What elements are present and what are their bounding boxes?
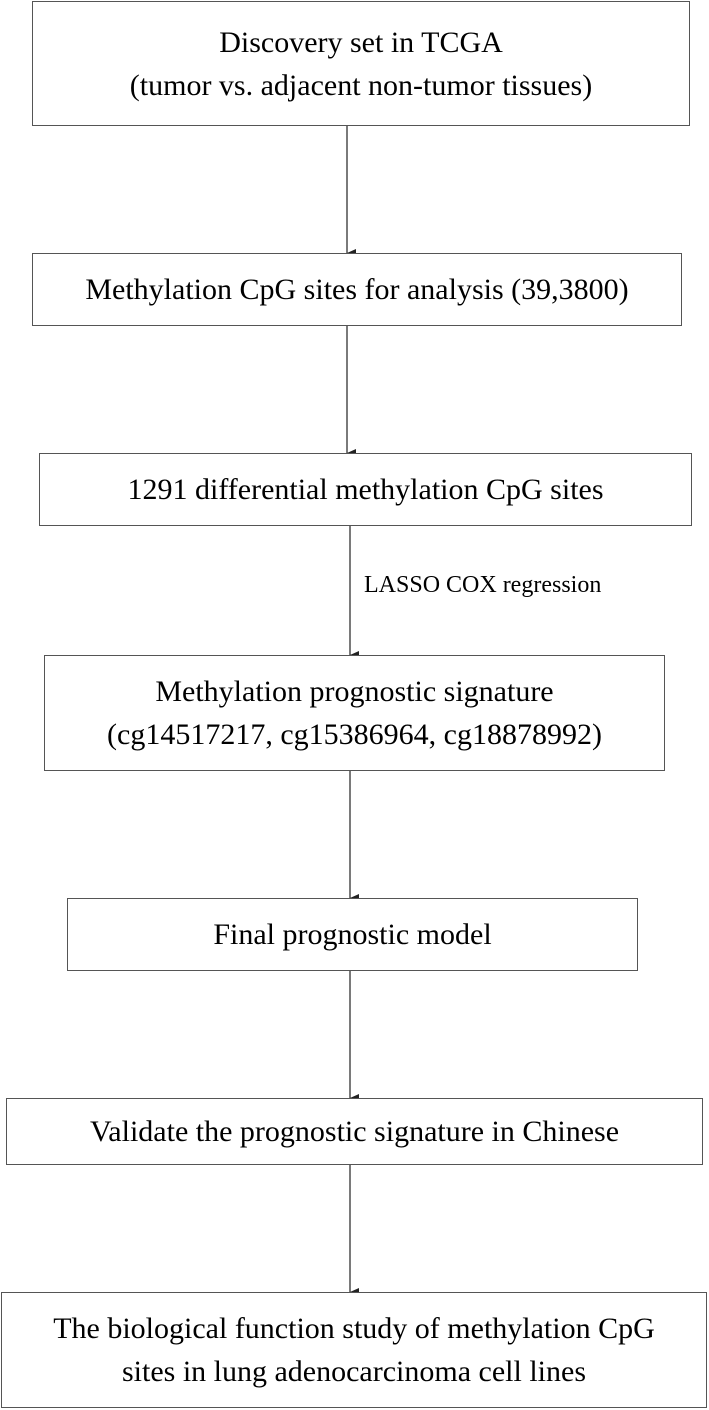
step-validate-signature-label: Validate the prognostic signature in Chi… <box>89 1115 620 1148</box>
step-discovery-set-title: Discovery set in TCGA <box>219 25 503 59</box>
step-biological-function-study-subtitle: sites in lung adenocarcinoma cell lines <box>121 1355 587 1388</box>
step-final-model: Final prognostic model <box>67 898 638 971</box>
step-final-model-label: Final prognostic model <box>213 918 492 951</box>
step-discovery-set-subtitle: (tumor vs. adjacent non-tumor tissues) <box>129 68 593 102</box>
step-cpg-sites-analysis-label: Methylation CpG sites for analysis (39,3… <box>85 273 629 306</box>
step-cpg-sites-analysis: Methylation CpG sites for analysis (39,3… <box>32 253 682 326</box>
step-prognostic-signature-title: Methylation prognostic signature <box>155 675 554 708</box>
step-validate-signature: Validate the prognostic signature in Chi… <box>6 1098 703 1165</box>
step-biological-function-study: The biological function study of methyla… <box>1 1292 707 1408</box>
step-biological-function-study-title: The biological function study of methyla… <box>53 1312 655 1345</box>
step-prognostic-signature: Methylation prognostic signature (cg1451… <box>44 655 665 771</box>
edge-label-lasso-cox: LASSO COX regression <box>364 572 602 598</box>
step-differential-cpg-sites: 1291 differential methylation CpG sites <box>39 453 692 526</box>
step-discovery-set: Discovery set in TCGA (tumor vs. adjacen… <box>32 1 690 126</box>
step-differential-cpg-sites-label: 1291 differential methylation CpG sites <box>127 473 604 506</box>
step-prognostic-signature-sites: (cg14517217, cg15386964, cg18878992) <box>107 718 602 751</box>
